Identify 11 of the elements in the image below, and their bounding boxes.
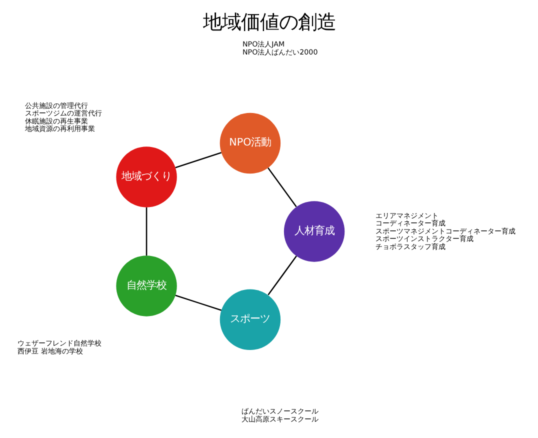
connector (267, 167, 296, 208)
node-circle: 地域づくり (116, 146, 176, 208)
node-circle: 人材育成 (283, 201, 344, 262)
node-circle: スポーツ (219, 289, 280, 350)
node-circle: 自然学校 (116, 256, 176, 316)
node-circle: NPO活動 (219, 112, 280, 174)
connector (174, 294, 222, 311)
connector (174, 152, 222, 168)
connector (267, 256, 296, 296)
connector (145, 207, 147, 256)
diagram-title: 地域価値の創造 (202, 10, 336, 34)
